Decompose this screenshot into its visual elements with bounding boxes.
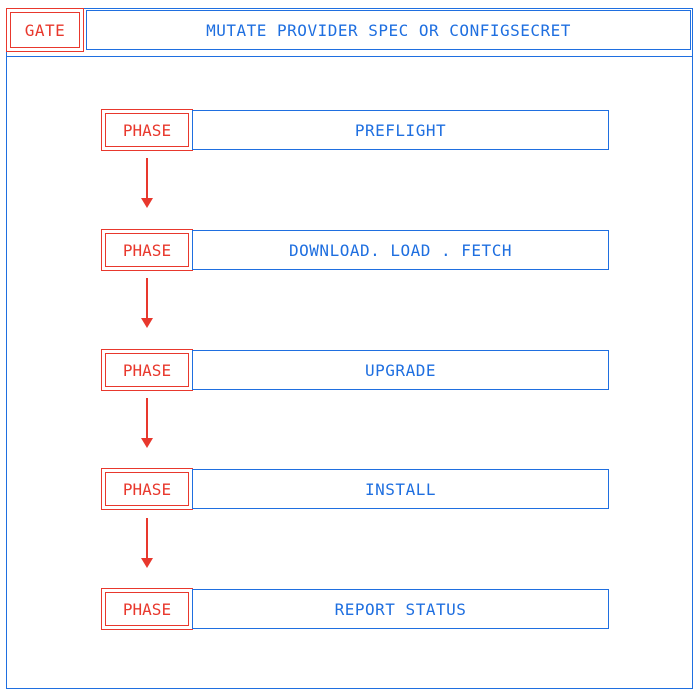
phase-tag-label: PHASE: [122, 120, 172, 140]
phase-upgrade: PHASE UPGRADE: [101, 349, 609, 391]
phase-tag-label: PHASE: [122, 599, 172, 619]
gate-tag: GATE: [6, 8, 84, 52]
phase-tag: PHASE: [101, 229, 193, 271]
gate-title: MUTATE PROVIDER SPEC OR CONFIGSECRET: [86, 10, 691, 50]
phase-name-label: INSTALL: [365, 479, 436, 499]
phase-download-load-fetch: PHASE DOWNLOAD. LOAD . FETCH: [101, 229, 609, 271]
phase-name-box: DOWNLOAD. LOAD . FETCH: [192, 230, 609, 270]
gate-header: GATE MUTATE PROVIDER SPEC OR CONFIGSECRE…: [6, 8, 693, 57]
phase-name-box: UPGRADE: [192, 350, 609, 390]
gate-container: [6, 8, 693, 689]
phase-name-box: INSTALL: [192, 469, 609, 509]
phase-name-label: DOWNLOAD. LOAD . FETCH: [289, 240, 512, 260]
phase-tag: PHASE: [101, 109, 193, 151]
phase-report-status: PHASE REPORT STATUS: [101, 588, 609, 630]
phase-tag: PHASE: [101, 349, 193, 391]
phase-name-label: UPGRADE: [365, 360, 436, 380]
gate-divider: [6, 56, 693, 57]
phase-preflight: PHASE PREFLIGHT: [101, 109, 609, 151]
phase-name-label: REPORT STATUS: [334, 599, 467, 619]
phase-tag: PHASE: [101, 588, 193, 630]
phase-tag-label: PHASE: [122, 240, 172, 260]
gate-tag-label: GATE: [24, 20, 66, 40]
phase-tag-label: PHASE: [122, 479, 172, 499]
phase-name-box: PREFLIGHT: [192, 110, 609, 150]
gate-title-label: MUTATE PROVIDER SPEC OR CONFIGSECRET: [206, 20, 571, 40]
phase-tag: PHASE: [101, 468, 193, 510]
phase-tag-label: PHASE: [122, 360, 172, 380]
phase-name-label: PREFLIGHT: [354, 120, 447, 140]
phase-install: PHASE INSTALL: [101, 468, 609, 510]
phase-name-box: REPORT STATUS: [192, 589, 609, 629]
